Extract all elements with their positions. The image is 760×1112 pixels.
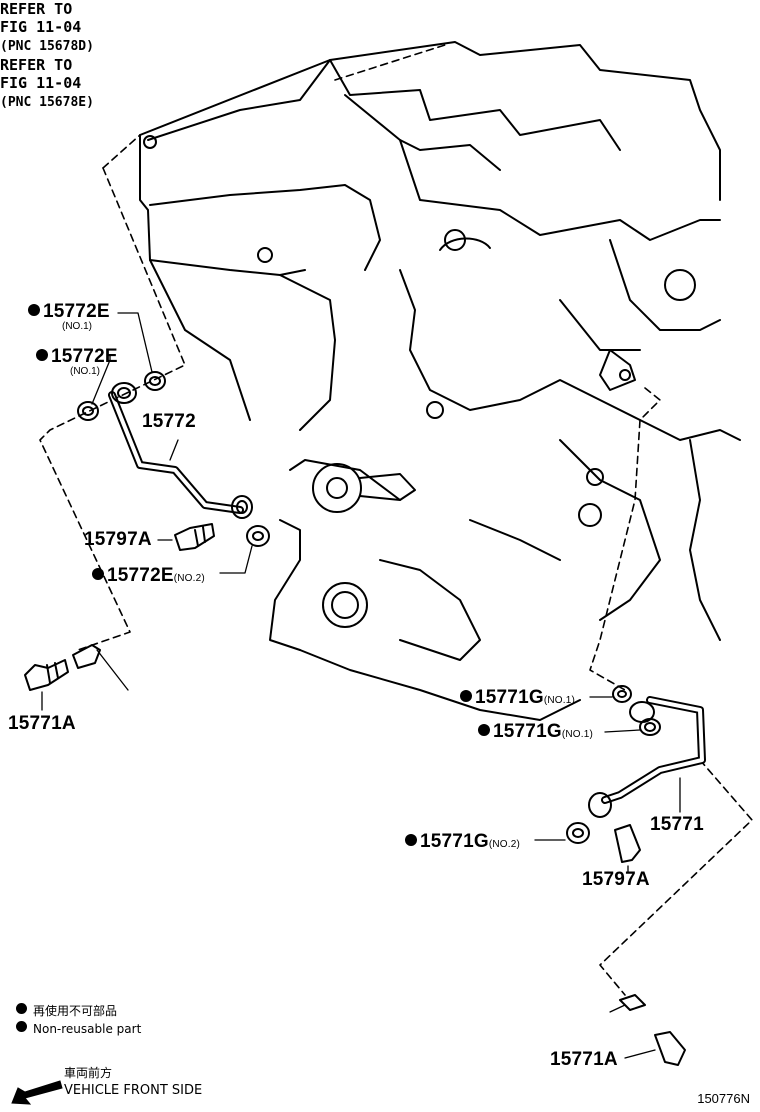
label-15772E-top: 15772E [28,302,110,321]
label-15797A-right: 15797A [582,869,650,890]
non-reusable-dot-icon [36,349,48,361]
direction-en: VEHICLE FRONT SIDE [64,1083,203,1098]
label-15772E-top-note: (NO.1) [62,321,92,332]
gasket-15772E-left [77,401,99,421]
gasket-15771G-a [612,685,632,703]
label-15771A-left: 15771A [8,713,76,734]
reference-right: REFER TO FIG 11-04 (PNC 15678E) [0,56,94,110]
label-15771A-right: 15771A [550,1049,618,1070]
non-reusable-dot-icon [478,724,490,736]
direction-jp: 車両前方 [64,1066,113,1080]
bolt-15797A-left [174,523,215,551]
bolt-15797A-right [614,824,641,863]
label-15772: 15772 [142,411,196,432]
gasket-15772E-no2 [246,525,270,547]
pulley-boss [312,463,362,513]
non-reusable-dot-icon [28,304,40,316]
vehicle-front-arrow [11,1080,63,1105]
pipe-15771 [588,696,706,818]
non-reusable-dot-icon [16,1021,27,1032]
legend-jp: 再使用不可部品 [16,1002,117,1019]
label-15772E-no2: 15772E(NO.2) [92,566,205,585]
label-15771G-no2: 15771G(NO.2) [405,832,520,851]
label-15772E-mid-note: (NO.1) [70,366,100,377]
gasket-15771G-b [639,718,661,736]
label-15771G-b: 15771G(NO.1) [478,722,593,741]
non-reusable-dot-icon [460,690,472,702]
label-15771G-a: 15771G(NO.1) [460,688,575,707]
label-15772E-mid: 15772E [36,347,118,366]
bolt-15771A-right [654,1031,686,1066]
non-reusable-dot-icon [16,1003,27,1014]
figure-id: 150776N [697,1091,750,1106]
gasket-15772E-top [144,371,166,391]
label-15797A-left: 15797A [84,529,152,550]
non-reusable-dot-icon [405,834,417,846]
reference-left: REFER TO FIG 11-04 (PNC 15678D) [0,0,94,54]
pipe-15772 [108,382,253,519]
bolt-15771A-left [24,659,69,691]
engine-block-outline [139,41,741,721]
gasket-15771G-no2 [566,822,590,844]
legend-en: Non-reusable part [16,1021,141,1036]
non-reusable-dot-icon [92,568,104,580]
label-15771: 15771 [650,814,704,835]
